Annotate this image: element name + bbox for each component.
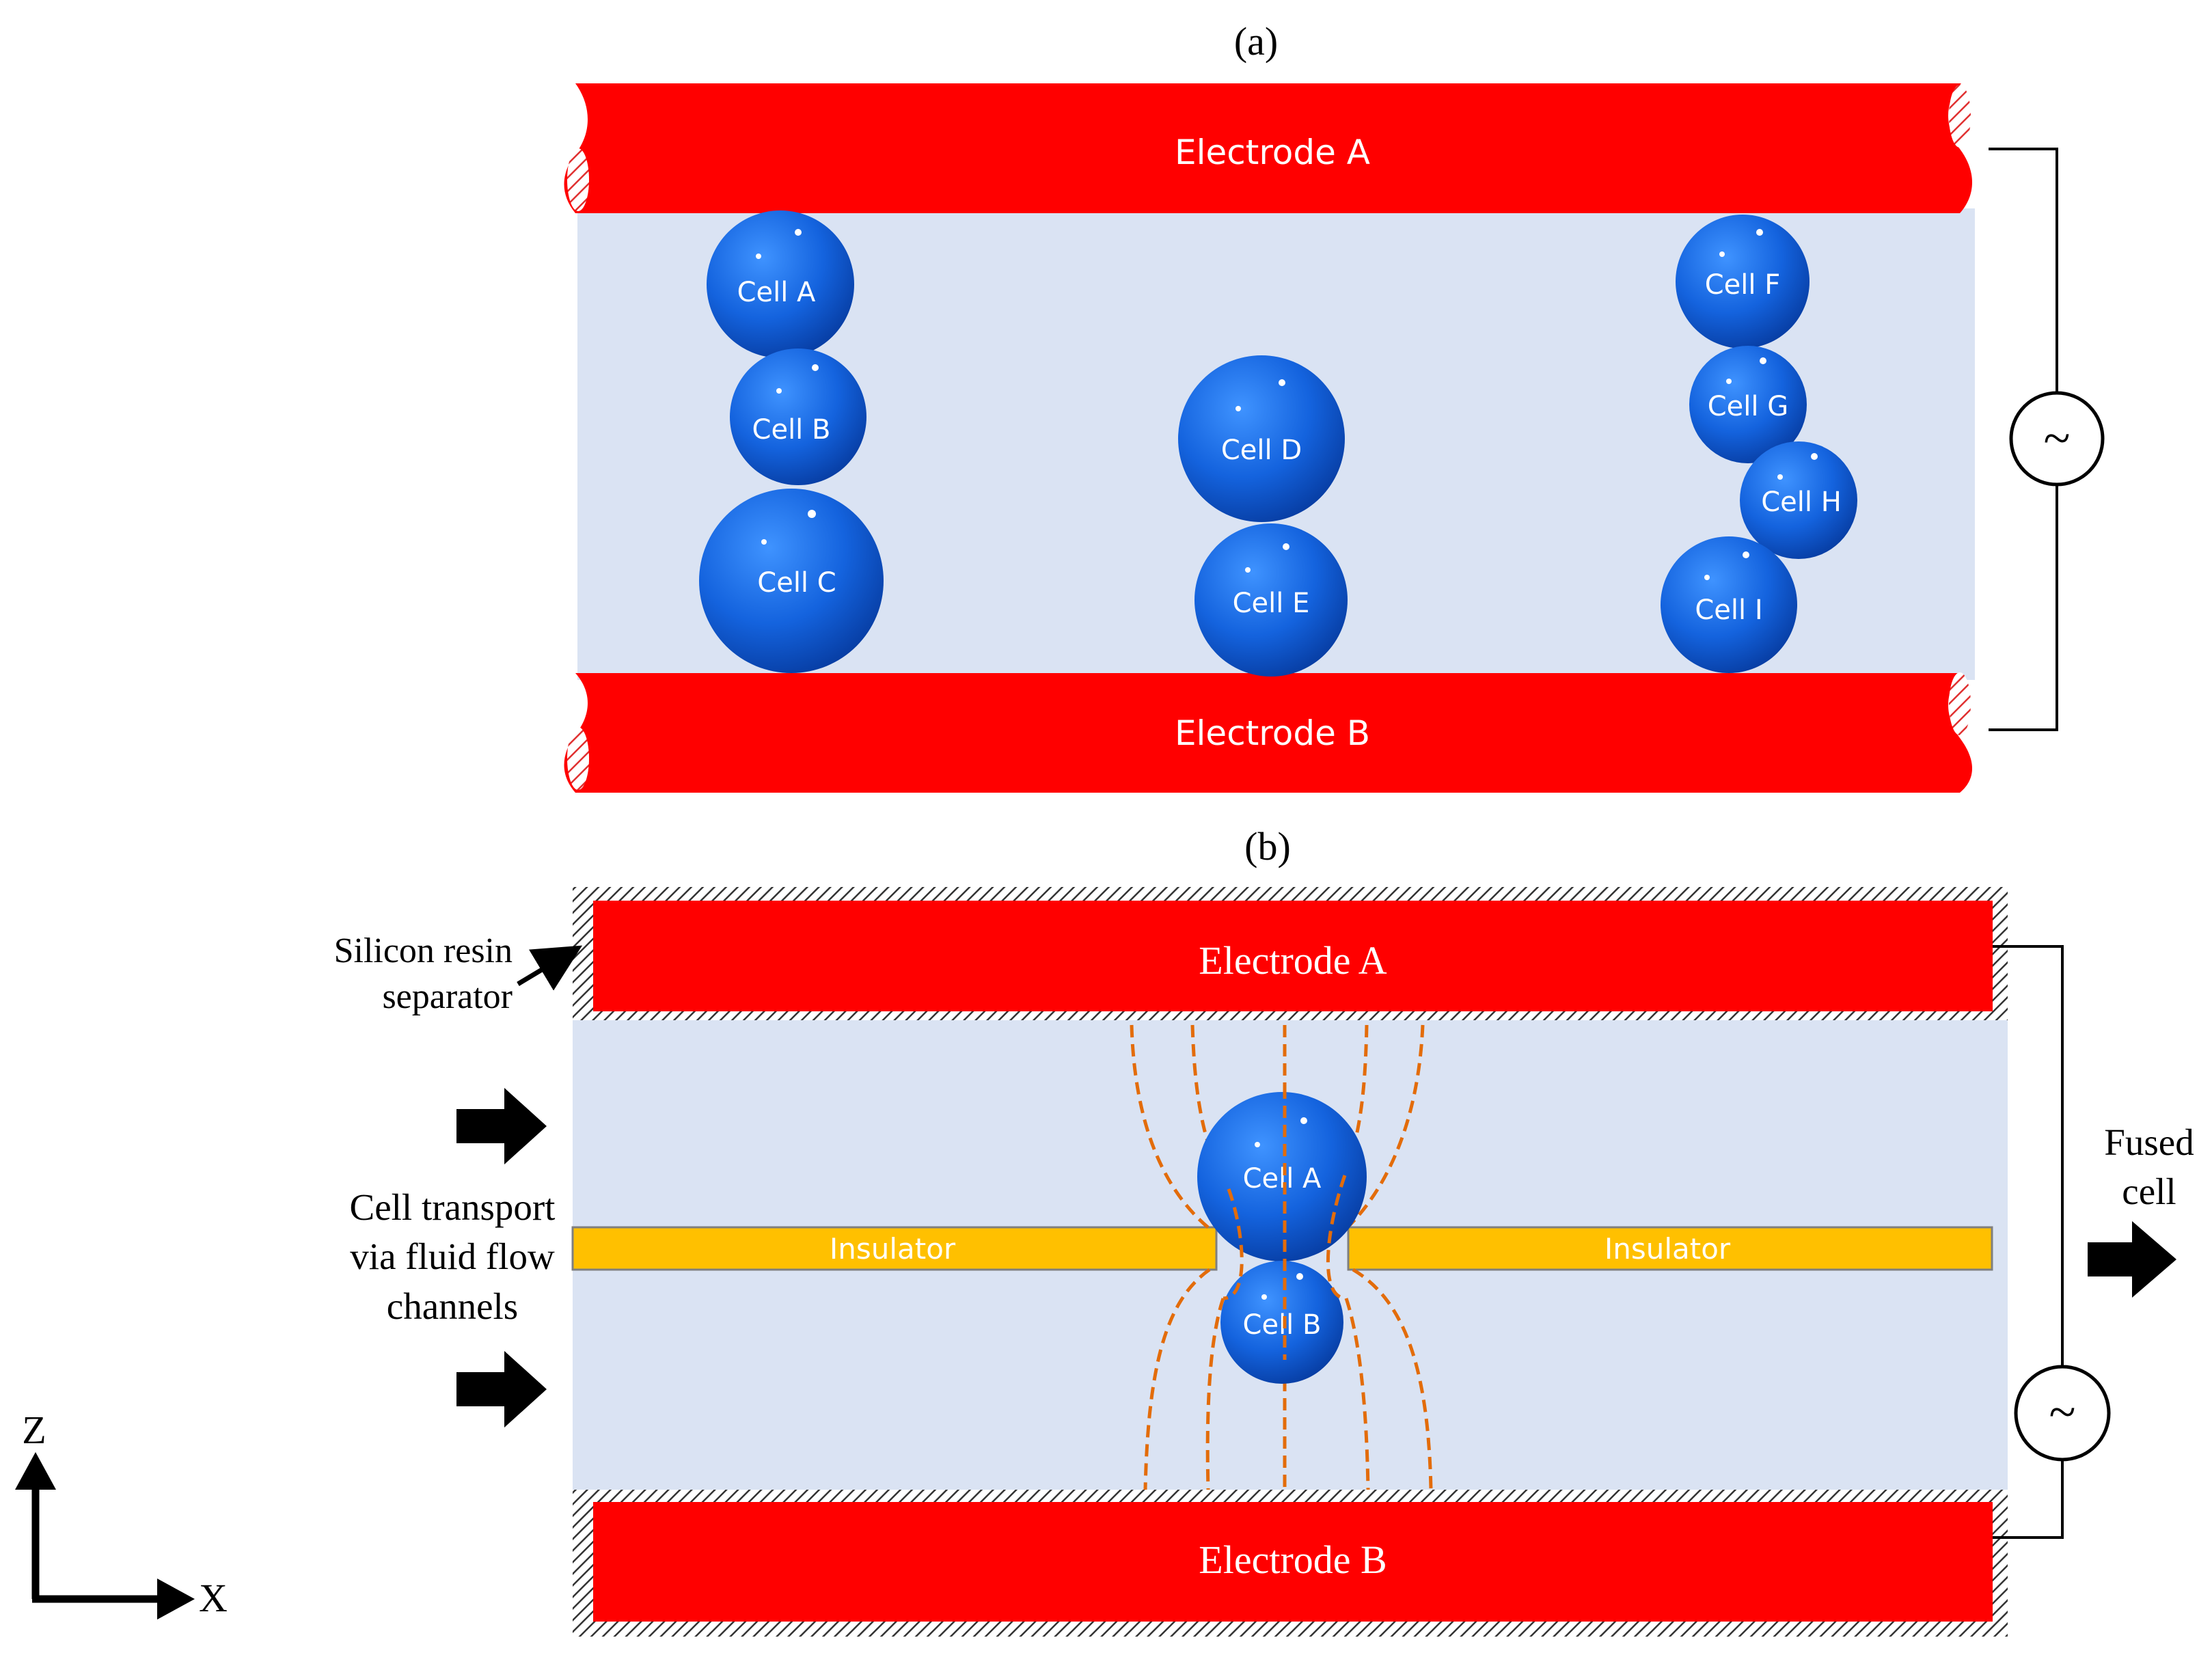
separator-label-line2: separator — [382, 977, 513, 1016]
panel-b-cell-a-label: Cell A — [1243, 1163, 1322, 1194]
panel-a-ac-source — [2009, 391, 2105, 487]
panel-a-cells: Cell A Cell B Cell C Cell D Cell E Cell … — [699, 210, 1857, 677]
cell-i-label: Cell I — [1695, 595, 1762, 626]
insulator-left-label: Insulator — [830, 1232, 956, 1266]
panel-b-wire — [1993, 945, 2064, 1539]
cell-e-label: Cell E — [1233, 588, 1310, 619]
axis-z-label: Z — [22, 1408, 46, 1452]
fused-label-line2: cell — [2122, 1171, 2176, 1212]
cell-b-label: Cell B — [752, 414, 831, 446]
cell-a: Cell A — [707, 210, 854, 358]
cell-g: Cell G — [1689, 346, 1807, 463]
flow-arrow-top — [456, 1088, 547, 1164]
panel-a-electrode-a-cut-right — [1949, 85, 1971, 148]
transport-label-line1: Cell transport — [350, 1186, 556, 1228]
panel-b-cell-b: Cell B — [1220, 1261, 1343, 1384]
cell-c-label: Cell C — [757, 567, 836, 599]
transport-label-line3: channels — [387, 1285, 518, 1327]
panel-b-electrode-a — [593, 901, 1993, 1011]
cell-d: Cell D — [1178, 355, 1345, 522]
panel-b-electrode-b-label: Electrode B — [1199, 1538, 1387, 1582]
fused-output-arrow — [2088, 1221, 2176, 1298]
coordinate-axes: Z X — [15, 1408, 228, 1620]
panel-a-ac-symbol: ~ — [2044, 411, 2071, 465]
cell-a-label: Cell A — [737, 277, 816, 308]
panel-b-cell-a: Cell A — [1197, 1092, 1367, 1261]
panel-a-electrode-b-cut-right — [1949, 672, 1971, 735]
panel-b-electrode-b — [593, 1502, 1993, 1622]
cell-g-label: Cell G — [1708, 391, 1788, 422]
panel-a-electrode-a-label: Electrode A — [1175, 133, 1370, 172]
panel-a-electrode-a — [564, 83, 1972, 213]
separator-label-line1: Silicon resin — [334, 931, 513, 970]
cell-f-label: Cell F — [1705, 269, 1781, 301]
panel-a-electrode-b-cut-left — [567, 727, 589, 790]
fused-label-line1: Fused — [2104, 1121, 2194, 1163]
axis-x-label: X — [199, 1576, 228, 1620]
cell-b: Cell B — [730, 349, 866, 485]
cell-i: Cell I — [1661, 536, 1797, 673]
cell-f: Cell F — [1676, 215, 1810, 349]
panel-a-label: (a) — [1234, 19, 1278, 64]
insulator-right — [1347, 1226, 1993, 1271]
insulator-right-label: Insulator — [1605, 1232, 1731, 1266]
panel-b-cell-b-label: Cell B — [1243, 1309, 1322, 1341]
insulator-left — [571, 1226, 1218, 1271]
panel-b-label: (b) — [1244, 824, 1291, 869]
panel-b-ac-symbol: ~ — [2049, 1384, 2076, 1439]
field-lines-overlay — [1223, 1087, 1347, 1360]
panel-b-ac-source — [2014, 1365, 2111, 1462]
cell-h: Cell H — [1740, 441, 1857, 559]
panel-b-electrode-a-label: Electrode A — [1199, 938, 1387, 983]
separator-pointer-arrow — [517, 945, 583, 991]
cell-h-label: Cell H — [1761, 487, 1842, 518]
cell-c: Cell C — [699, 489, 884, 673]
flow-arrow-bottom — [456, 1351, 547, 1427]
transport-label-line2: via fluid flow — [350, 1235, 555, 1277]
cell-d-label: Cell D — [1221, 435, 1302, 466]
panel-a-electrode-a-cut-left — [567, 148, 589, 211]
cell-e: Cell E — [1194, 523, 1348, 677]
panel-a-electrode-b-label: Electrode B — [1175, 713, 1370, 753]
panel-a-electrode-b — [564, 673, 1972, 793]
